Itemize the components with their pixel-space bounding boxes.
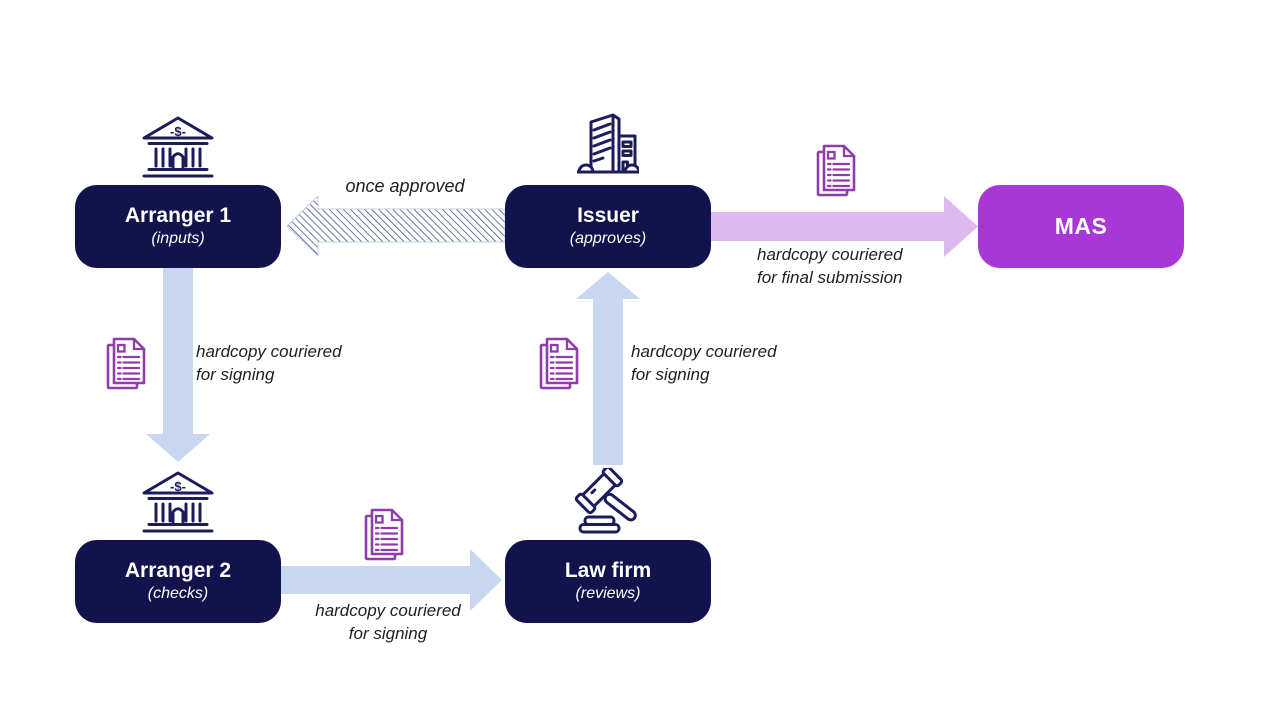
node-arranger1: Arranger 1 (inputs) xyxy=(75,185,281,268)
documents-icon xyxy=(539,337,579,390)
edge-label-line2: for signing xyxy=(348,624,428,643)
bank-icon-dollar-text: -$- xyxy=(170,124,186,139)
edge-label-line1: hardcopy couriered xyxy=(631,342,777,361)
gavel-icon xyxy=(574,468,637,534)
edge-label-issuer-to-mas: hardcopy couriered for final submission xyxy=(757,243,903,289)
node-issuer-title: Issuer xyxy=(577,204,639,227)
edge-label-line1: hardcopy couriered xyxy=(196,342,342,361)
edge-label-lawfirm-to-issuer: hardcopy couriered for signing xyxy=(631,340,777,386)
arrow-arranger1-to-arranger2 xyxy=(146,268,210,462)
edge-label-line2: for signing xyxy=(631,365,710,384)
edge-label-arranger2-to-lawfirm: hardcopy couriered for signing xyxy=(288,599,488,645)
arrow-issuer-to-mas xyxy=(711,196,978,257)
documents-icon xyxy=(816,144,856,197)
node-mas: MAS xyxy=(978,185,1184,268)
edge-label-once-approved: once approved xyxy=(345,176,465,196)
edge-label-line1: hardcopy couriered xyxy=(757,245,903,264)
bank-icon: -$- xyxy=(142,471,214,533)
bank-icon: -$- xyxy=(142,116,214,178)
node-arranger1-title: Arranger 1 xyxy=(124,204,232,227)
arrow-arranger2-to-lawfirm xyxy=(281,549,502,611)
edge-label-line2: for final submission xyxy=(757,268,903,287)
node-arranger1-subtitle: (inputs) xyxy=(151,230,205,247)
arrow-issuer-to-arranger1 xyxy=(287,196,505,256)
node-issuer: Issuer (approves) xyxy=(505,185,711,268)
node-arranger2-title: Arranger 2 xyxy=(124,559,232,582)
edge-label-line1: hardcopy couriered xyxy=(315,601,461,620)
bank-icon-dollar-text: -$- xyxy=(170,479,186,494)
node-arranger2: Arranger 2 (checks) xyxy=(75,540,281,623)
documents-icon xyxy=(106,337,146,390)
documents-icon xyxy=(364,508,404,561)
node-mas-title: MAS xyxy=(1054,213,1108,239)
edge-label-line2: for signing xyxy=(196,365,275,384)
node-issuer-subtitle: (approves) xyxy=(569,230,647,247)
node-lawfirm-title: Law firm xyxy=(564,559,652,582)
node-arranger2-subtitle: (checks) xyxy=(147,585,209,602)
edge-label-arranger1-to-arranger2: hardcopy couriered for signing xyxy=(196,340,342,386)
node-lawfirm: Law firm (reviews) xyxy=(505,540,711,623)
node-lawfirm-subtitle: (reviews) xyxy=(575,585,641,602)
office-building-icon xyxy=(577,113,639,174)
arrow-lawfirm-to-issuer xyxy=(576,272,640,465)
